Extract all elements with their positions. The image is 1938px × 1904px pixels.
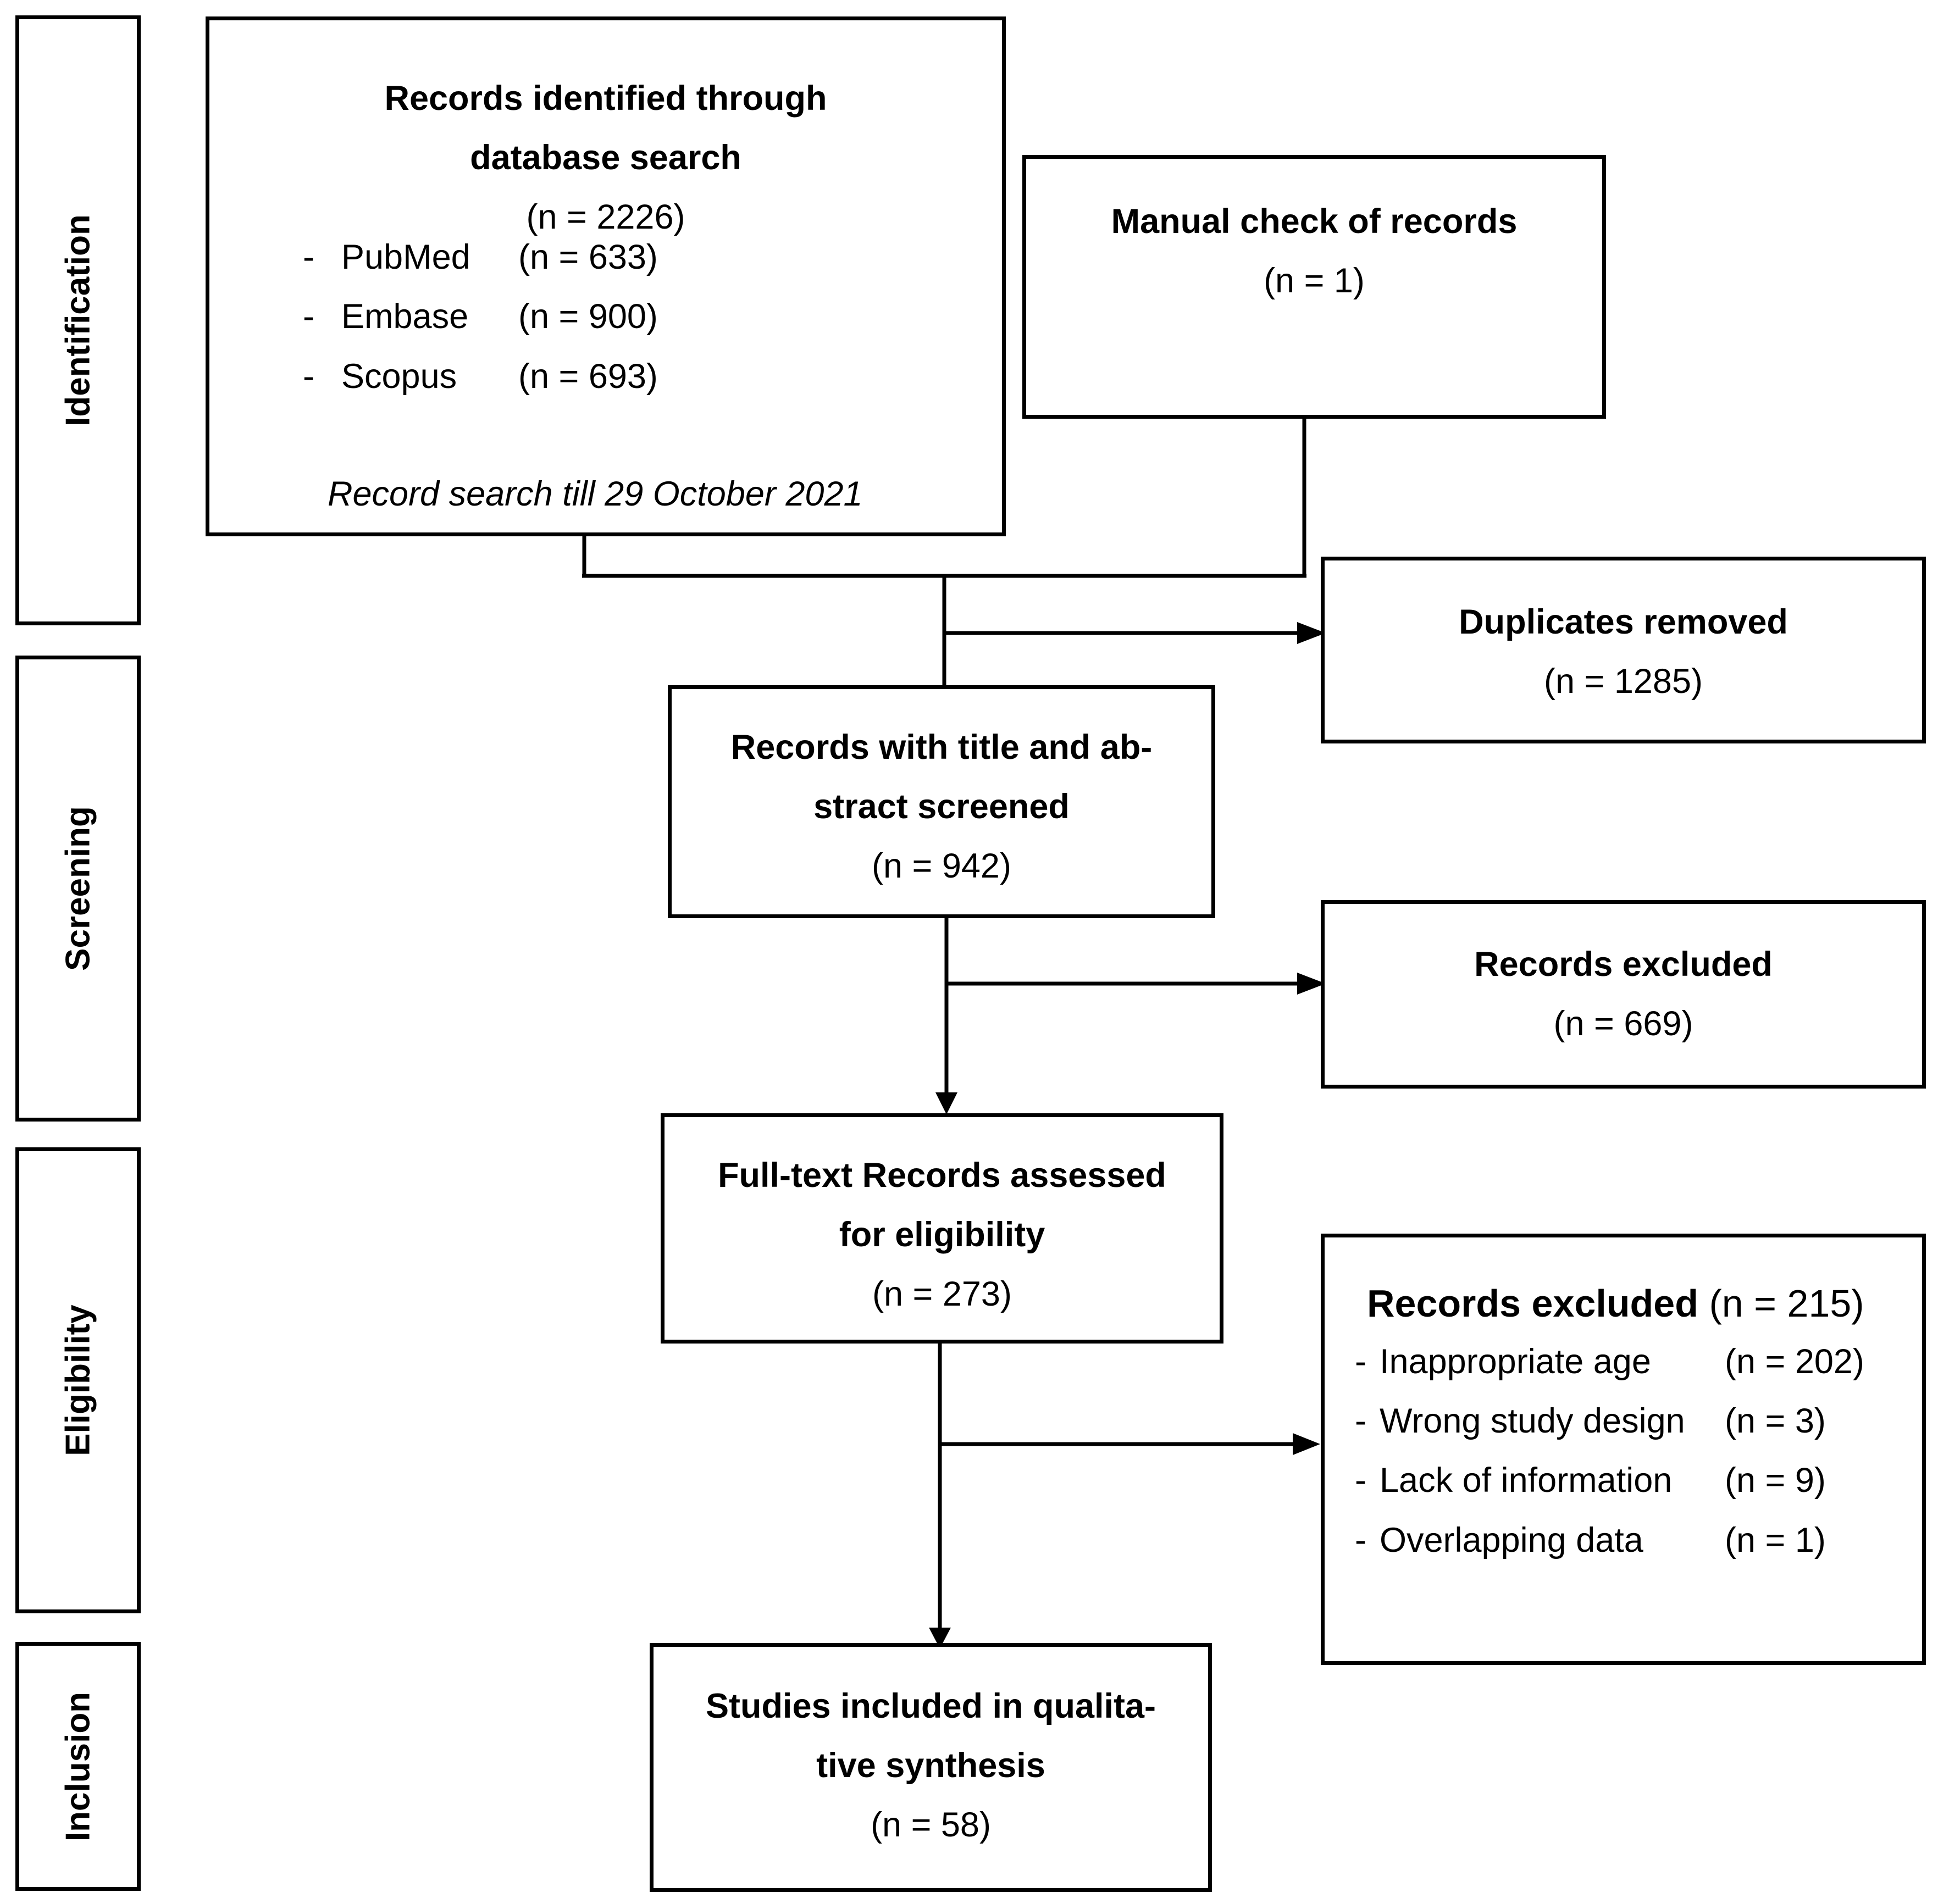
records-excluded-eligibility-title: Records excluded <box>1367 1282 1698 1325</box>
records-screened-count: (n = 942) <box>872 847 1011 885</box>
fulltext-assessed-title-line2: for eligibility <box>839 1215 1045 1254</box>
studies-included-title-line2: tive synthesis <box>816 1746 1045 1785</box>
records-excluded-eligibility-box: Records excluded (n = 215) - Inappropria… <box>1321 1234 1926 1665</box>
records-identified-box: Records identified through database sear… <box>206 16 1006 536</box>
duplicates-removed-box: Duplicates removed (n = 1285) <box>1321 557 1926 743</box>
duplicates-removed-count: (n = 1285) <box>1544 662 1703 701</box>
reason-dash: - <box>1355 1521 1366 1559</box>
records-identified-title-line2: database search <box>470 138 741 177</box>
reason-count-information: (n = 9) <box>1725 1461 1826 1500</box>
studies-included-count: (n = 58) <box>871 1806 991 1844</box>
duplicates-removed-title: Duplicates removed <box>1459 603 1788 641</box>
records-excluded-eligibility-count: (n = 215) <box>1709 1282 1864 1325</box>
reason-dash: - <box>1355 1402 1366 1440</box>
stage-screening-label: Screening <box>59 806 97 971</box>
fulltext-assessed-title-line1: Full-text Records assessed <box>718 1156 1166 1195</box>
fulltext-assessed-count: (n = 273) <box>872 1275 1012 1313</box>
studies-included-box: Studies included in qualita- tive synthe… <box>650 1643 1212 1892</box>
records-excluded-screening-box: Records excluded (n = 669) <box>1321 900 1926 1089</box>
records-screened-title-line2: stract screened <box>813 787 1070 826</box>
arrowhead-excluded-eligibility <box>1293 1433 1320 1455</box>
records-identified-count: (n = 2226) <box>526 198 685 236</box>
records-excluded-screening-count: (n = 669) <box>1553 1004 1693 1043</box>
stage-inclusion: Inclusion <box>15 1642 141 1891</box>
manual-check-box: Manual check of records (n = 1) <box>1022 155 1606 419</box>
source-dash: - <box>303 297 314 336</box>
reason-count-age: (n = 202) <box>1725 1342 1864 1381</box>
reason-label-design: Wrong study design <box>1380 1402 1685 1440</box>
manual-check-count: (n = 1) <box>1264 262 1365 300</box>
stage-eligibility-label: Eligibility <box>59 1305 97 1456</box>
search-date-note: Record search till 29 October 2021 <box>328 475 863 513</box>
source-name-scopus: Scopus <box>341 357 457 396</box>
fulltext-assessed-box: Full-text Records assessed for eligibili… <box>661 1113 1223 1344</box>
source-name-embase: Embase <box>341 297 469 336</box>
manual-check-title: Manual check of records <box>1111 202 1518 241</box>
stage-eligibility: Eligibility <box>15 1147 141 1613</box>
stage-identification: Identification <box>15 15 141 625</box>
source-name-pubmed: PubMed <box>341 238 470 276</box>
studies-included-title-line1: Studies included in qualita- <box>705 1687 1156 1725</box>
reason-dash: - <box>1355 1461 1366 1500</box>
records-screened-box: Records with title and ab- stract screen… <box>668 685 1215 918</box>
stage-identification-label: Identification <box>59 214 97 426</box>
records-screened-title-line1: Records with title and ab- <box>730 728 1153 767</box>
reason-label-age: Inappropriate age <box>1380 1342 1651 1381</box>
arrowhead-included <box>929 1628 951 1648</box>
source-count-scopus: (n = 693) <box>518 357 658 396</box>
records-excluded-screening-title: Records excluded <box>1474 945 1773 984</box>
reason-dash: - <box>1355 1342 1366 1381</box>
reason-count-design: (n = 3) <box>1725 1402 1826 1440</box>
stage-inclusion-label: Inclusion <box>59 1691 97 1841</box>
stage-screening: Screening <box>15 656 141 1122</box>
arrowhead-fulltext <box>935 1092 957 1114</box>
source-dash: - <box>303 357 314 396</box>
arrowhead-excluded-screening <box>1297 973 1326 995</box>
records-identified-title-line1: Records identified through <box>384 79 827 118</box>
arrowhead-duplicates <box>1297 622 1326 644</box>
reason-label-information: Lack of information <box>1380 1461 1673 1500</box>
source-count-pubmed: (n = 633) <box>518 238 658 276</box>
reason-label-overlapping: Overlapping data <box>1380 1521 1643 1559</box>
records-excluded-eligibility-heading: Records excluded (n = 215) <box>1367 1274 1864 1333</box>
source-count-embase: (n = 900) <box>518 297 658 336</box>
reason-count-overlapping: (n = 1) <box>1725 1521 1826 1559</box>
source-dash: - <box>303 238 314 276</box>
